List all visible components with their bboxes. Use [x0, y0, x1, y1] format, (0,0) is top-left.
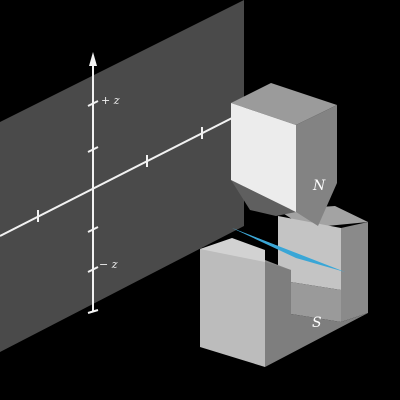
north-magnet-top — [231, 83, 337, 125]
z-tick — [87, 226, 99, 233]
axes — [0, 52, 237, 314]
z-tick — [87, 100, 99, 107]
north-label: N — [312, 178, 326, 194]
south-magnet-front-face — [200, 249, 265, 367]
south-magnet-front-side — [265, 262, 368, 367]
south-magnet-notch-back — [278, 216, 341, 290]
z-axis-arrowhead — [89, 52, 97, 66]
detector-screen — [0, 0, 244, 352]
north-magnet: N — [231, 83, 337, 226]
split-beam-lower — [232, 228, 345, 272]
z-tick — [87, 146, 99, 153]
north-magnet-right-face — [296, 105, 337, 226]
south-magnet-right-face — [341, 222, 368, 322]
minus-z-label: − z — [99, 258, 118, 271]
plus-z-label: + z — [101, 94, 120, 107]
north-magnet-front-face — [231, 103, 296, 212]
beam-axis — [0, 115, 237, 237]
north-magnet-pole-tip — [231, 180, 296, 216]
south-label: S — [312, 315, 322, 331]
z-tick — [87, 309, 99, 314]
z-tick — [87, 266, 99, 273]
south-magnet-front-top — [200, 238, 265, 262]
